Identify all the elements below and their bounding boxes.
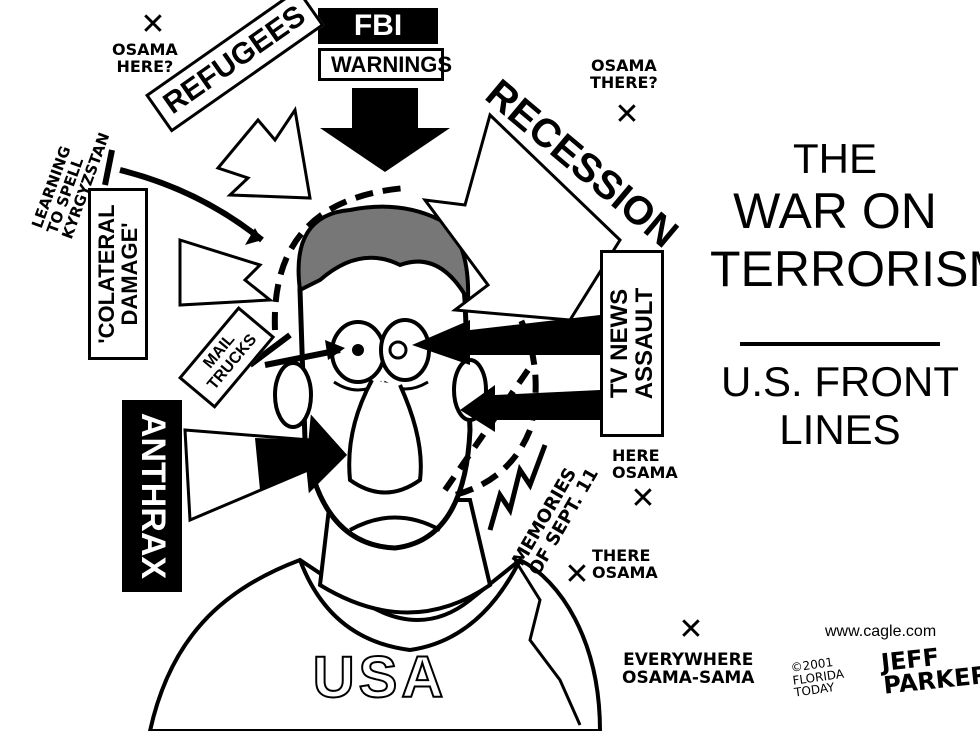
tvnews-line2: ASSAULT xyxy=(631,287,659,400)
osama-everywhere-line2: OSAMA-SAMA xyxy=(622,667,755,688)
subtitle-line2: LINES xyxy=(779,406,901,454)
title-line2: WAR ON xyxy=(733,183,937,240)
anthrax-arrow-shade xyxy=(255,418,345,490)
shirt-usa-text: USA xyxy=(312,645,448,710)
kyrgyzstan-bar xyxy=(102,149,115,186)
osama-there-line2: OSAMA xyxy=(592,562,658,582)
osama-here-q-line2: HERE? xyxy=(116,56,174,76)
left-pupil xyxy=(352,344,364,356)
shirt-illustration xyxy=(147,557,603,731)
osama-here-line1: HERE xyxy=(612,446,660,465)
x-mark-there-q: ✕ xyxy=(614,97,640,132)
copyright-credit: ©2001 FLORIDA TODAY xyxy=(790,655,846,700)
mouth-frown xyxy=(349,515,441,532)
tvnews-arrow-upper xyxy=(412,315,600,365)
warnings-label: WARNINGS xyxy=(318,48,452,82)
refugees-arrow xyxy=(215,106,312,200)
osama-there-line1: THERE xyxy=(592,546,651,565)
mail-trucks-arrow xyxy=(248,332,292,368)
x-mark-here-q: ✕ xyxy=(140,7,166,42)
cartoon-subtitle: U.S. FRONT LINES xyxy=(720,358,960,455)
artist-signature: JEFF PARKER xyxy=(880,641,980,700)
collateral-arrow xyxy=(178,237,275,307)
kyrgyzstan-arrow xyxy=(119,167,264,243)
collateral-line1: 'COLATERAL xyxy=(94,204,119,344)
osama-there-q-label: OSAMA THERE? xyxy=(590,56,658,92)
osama-here-q-line1: OSAMA xyxy=(112,40,178,59)
fbi-down-arrow xyxy=(320,88,450,172)
collateral-line2: DAMAGE' xyxy=(117,222,143,326)
website-credit: www.cagle.com xyxy=(825,623,937,640)
crack-line xyxy=(513,559,582,726)
memories-zigzag xyxy=(487,444,548,531)
osama-everywhere-label: EVERYWHERE OSAMA-SAMA xyxy=(622,650,755,688)
right-pupil-spiral xyxy=(388,340,408,360)
title-line1: THE xyxy=(793,135,877,182)
osama-here-label: HERE OSAMA xyxy=(612,446,678,482)
osama-there-q-line1: OSAMA xyxy=(590,56,657,75)
osama-here-q-label: OSAMA HERE? xyxy=(112,40,178,76)
osama-there-q-line2: THERE? xyxy=(590,72,658,92)
subtitle-line1: U.S. FRONT xyxy=(721,358,959,405)
anthrax-label: ANTHRAX xyxy=(122,400,182,592)
osama-there-label: THERE OSAMA xyxy=(592,546,658,582)
cartoon-title: THE WAR ON TERRORISM xyxy=(710,135,980,298)
osama-here-line2: OSAMA xyxy=(612,462,678,482)
shirt-collar xyxy=(298,559,522,653)
fbi-label: FBI xyxy=(318,8,438,44)
kyrgyzstan-arrowhead xyxy=(245,228,262,245)
collateral-label: 'COLATERAL DAMAGE' xyxy=(88,188,149,360)
x-mark-here: ✕ xyxy=(630,481,656,516)
nose-illustration xyxy=(347,379,423,495)
x-mark-there: ✕ xyxy=(564,557,590,592)
left-ear xyxy=(273,361,313,429)
tvnews-line1: TV NEWS xyxy=(606,288,633,399)
left-eye-arrowhead xyxy=(325,340,345,360)
x-mark-everywhere: ✕ xyxy=(678,612,704,647)
title-line3: TERRORISM xyxy=(710,240,980,297)
tvnews-label: TV NEWS ASSAULT xyxy=(600,250,665,437)
osama-everywhere-line1: EVERYWHERE xyxy=(623,650,754,670)
